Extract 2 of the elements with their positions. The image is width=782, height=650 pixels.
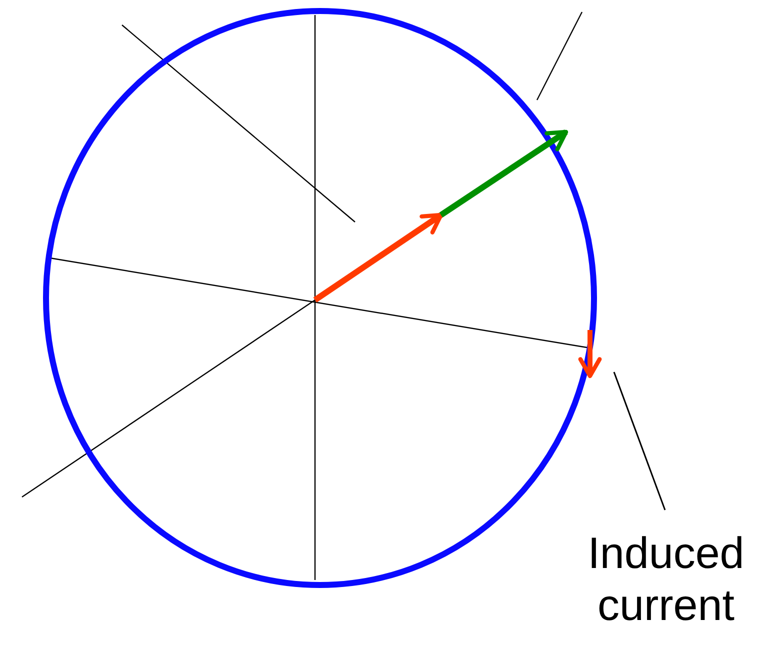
leader-line: [613, 372, 666, 510]
annotation-label: Induced current: [556, 528, 776, 632]
